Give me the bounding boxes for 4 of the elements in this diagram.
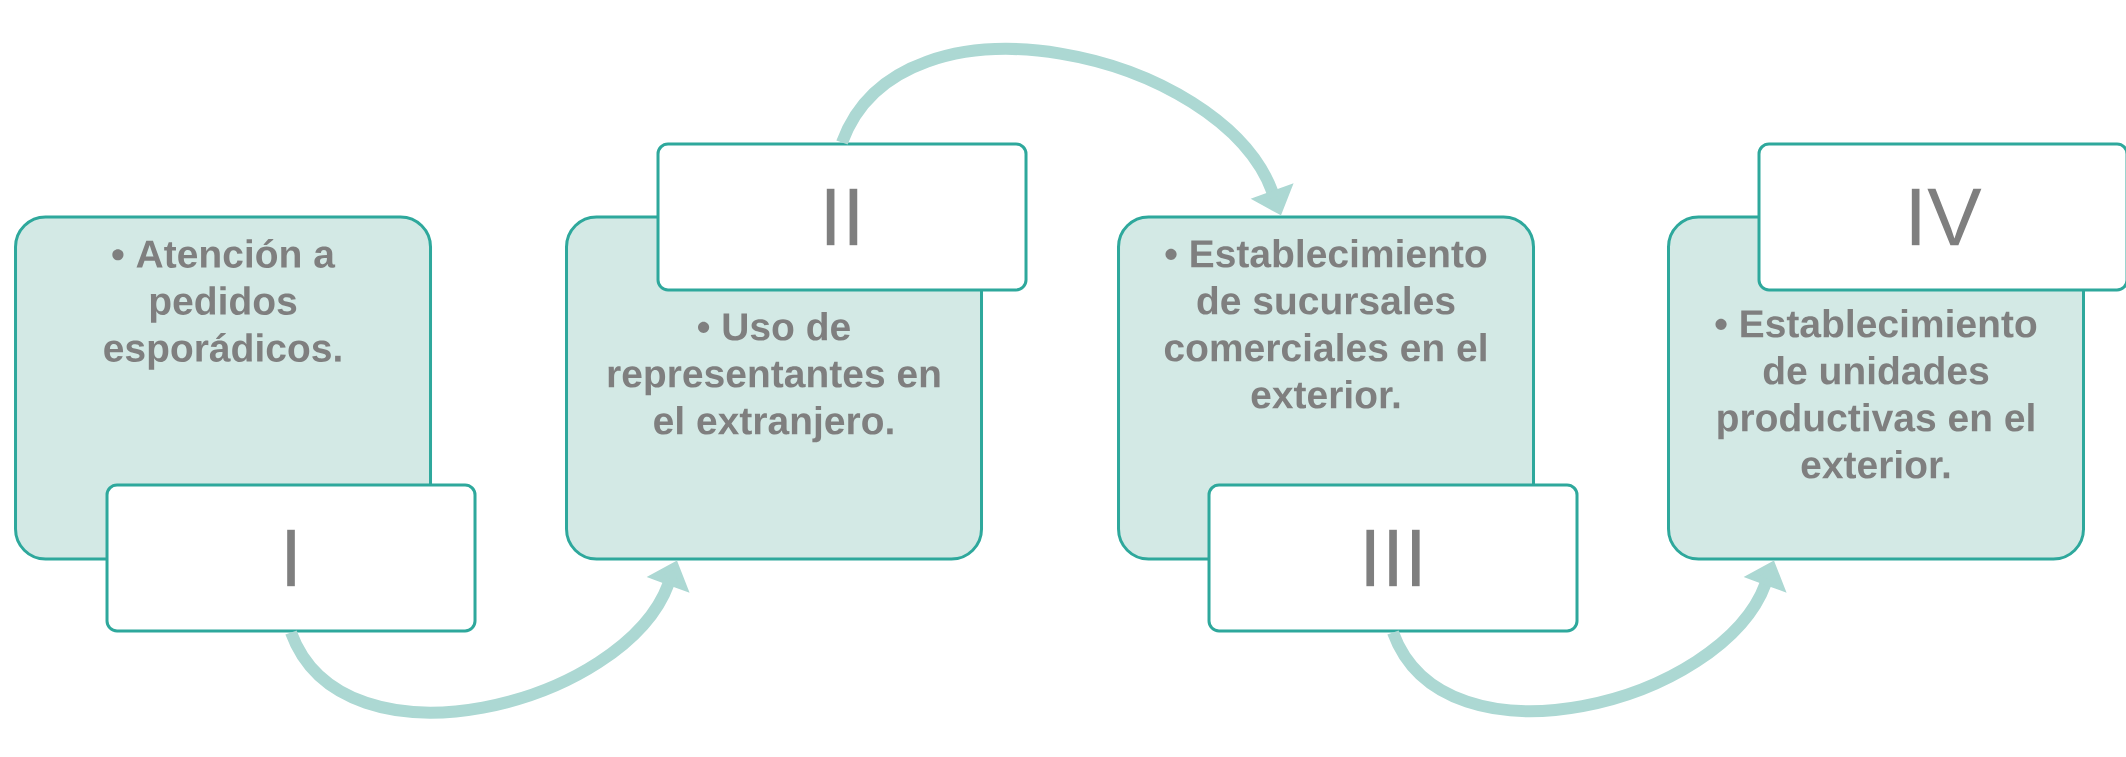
numeral-tab: II (656, 142, 1028, 292)
numeral-tab: IV (1757, 142, 2126, 292)
numeral-tab: III (1207, 483, 1579, 633)
numeral-tab: I (105, 483, 477, 633)
